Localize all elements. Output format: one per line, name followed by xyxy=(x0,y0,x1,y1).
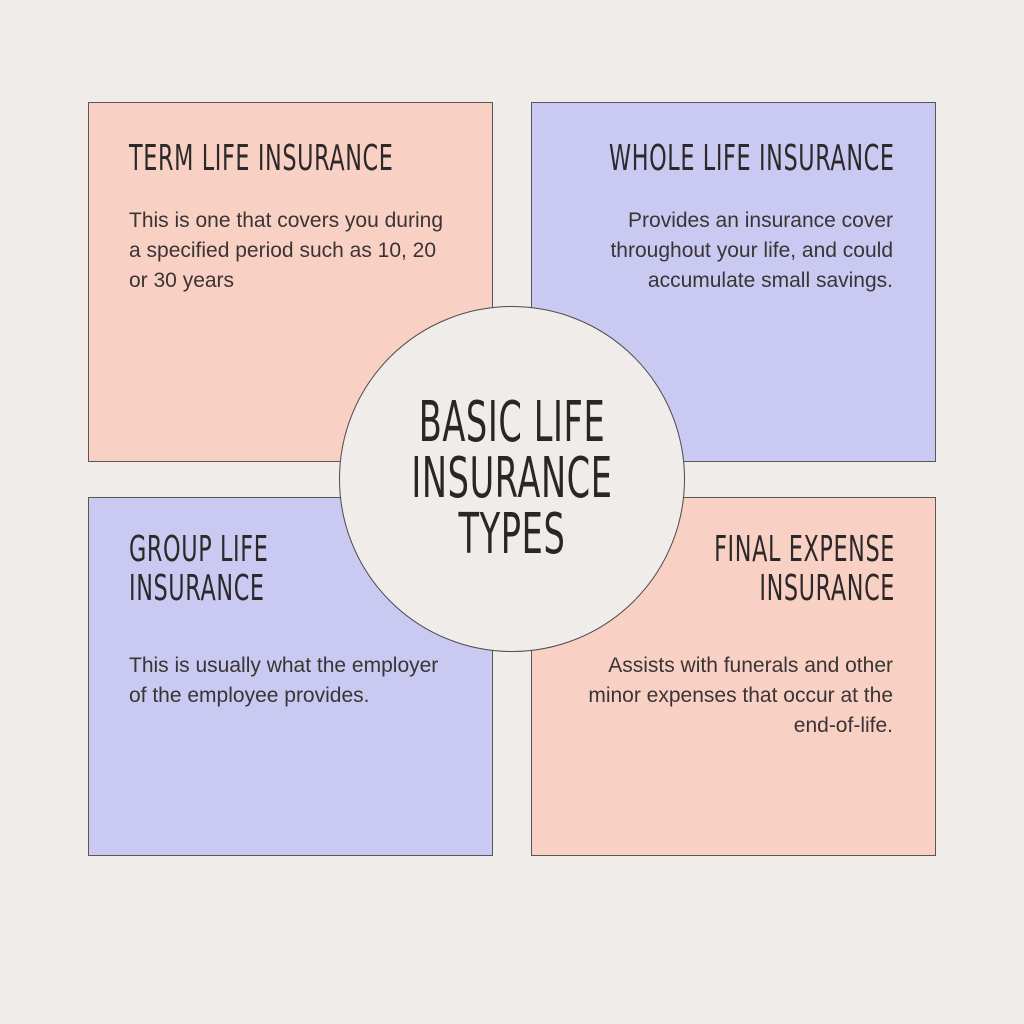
card-description: This is one that covers you during a spe… xyxy=(129,209,443,292)
card-title: FINAL EXPENSE INSURANCE xyxy=(714,529,895,609)
card-title: WHOLE LIFE INSURANCE xyxy=(609,138,895,179)
card-description: Provides an insurance cover throughout y… xyxy=(610,209,893,292)
card-description: This is usually what the employer of the… xyxy=(129,654,439,707)
card-term-life: TERM LIFE INSURANCE This is one that cov… xyxy=(88,102,493,462)
card-description: Assists with funerals and other minor ex… xyxy=(588,654,893,737)
card-title: GROUP LIFE INSURANCE xyxy=(129,529,269,609)
center-circle: BASIC LIFE INSURANCE TYPES xyxy=(339,306,685,652)
card-title: TERM LIFE INSURANCE xyxy=(129,138,394,179)
page-title: BASIC LIFE INSURANCE TYPES xyxy=(411,390,613,567)
card-final-expense: FINAL EXPENSE INSURANCE Assists with fun… xyxy=(531,497,936,856)
